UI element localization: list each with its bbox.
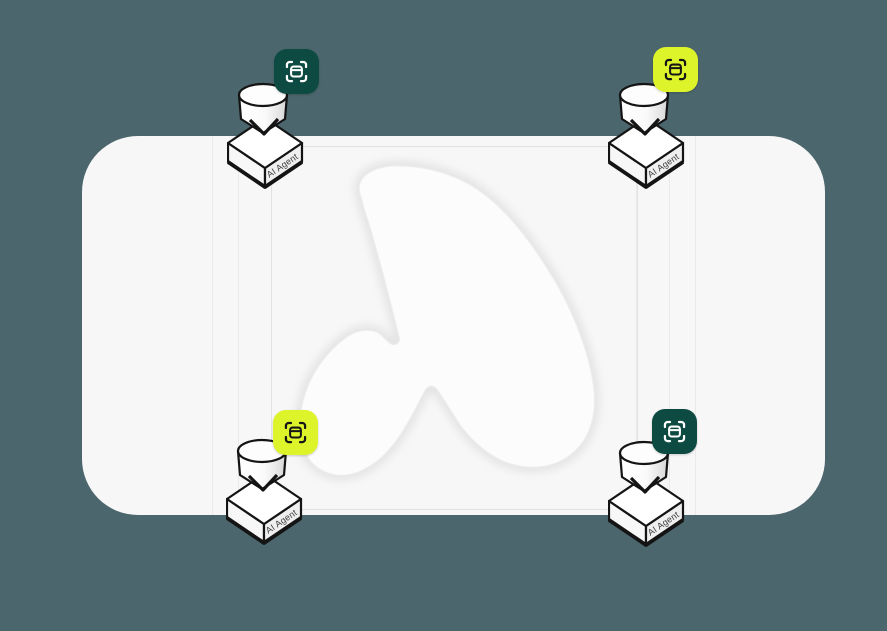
grid-line — [669, 136, 670, 515]
scan-badge-bottom-right — [652, 409, 697, 454]
inner-frame — [271, 146, 638, 510]
canvas-card — [82, 136, 825, 515]
scan-badge-top-left — [274, 49, 319, 94]
scan-window-icon — [663, 420, 686, 443]
scan-window-icon — [285, 60, 308, 83]
ai-agent-figure-top-right: AI Agent — [608, 81, 686, 189]
ai-agent-figure-bottom-left: AI Agent — [226, 437, 304, 545]
grid-line — [636, 136, 637, 515]
grid-line — [695, 136, 696, 515]
scan-badge-bottom-left — [273, 410, 318, 455]
logo-a-shape — [296, 162, 598, 479]
grid-line — [212, 136, 213, 515]
ai-agent-figure-bottom-right: AI Agent — [608, 439, 686, 547]
grid-line — [238, 136, 239, 515]
scan-window-icon — [664, 58, 687, 81]
scan-badge-top-right — [653, 47, 698, 92]
scan-window-icon — [284, 421, 307, 444]
ai-agent-figure-top-left: AI Agent — [227, 81, 305, 189]
